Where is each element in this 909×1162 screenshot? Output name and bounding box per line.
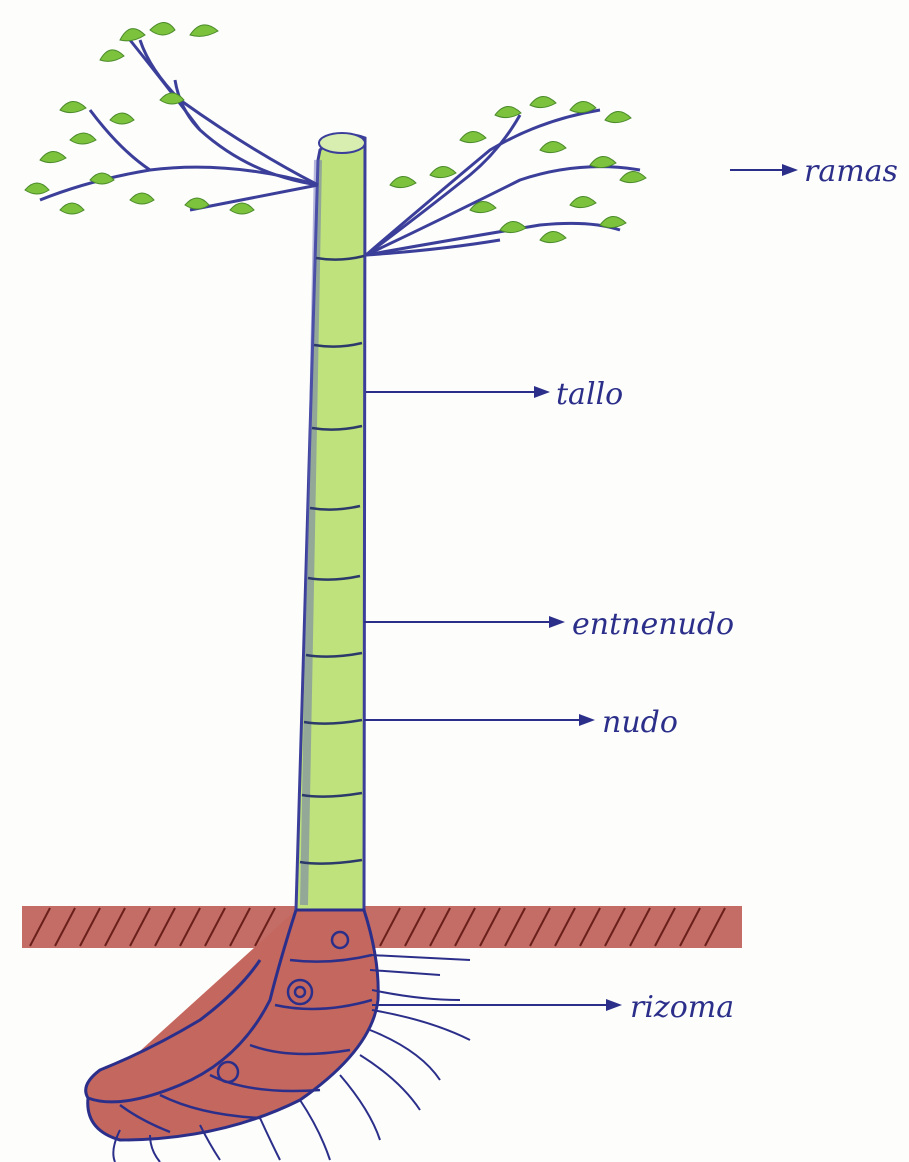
arrowhead-entrenudo [549, 616, 565, 628]
arrowhead-ramas [782, 164, 798, 176]
label-ramas: ramas [804, 154, 898, 189]
label-rizoma: rizoma [630, 990, 734, 1025]
left-branches [40, 40, 318, 210]
label-nudo: nudo [602, 705, 678, 740]
label-tallo: tallo [556, 377, 623, 412]
annotation-arrows [364, 164, 798, 1011]
soil-layer [22, 906, 742, 948]
arrowhead-tallo [534, 386, 550, 398]
arrowhead-nudo [579, 714, 595, 726]
arrowhead-rizoma [606, 999, 622, 1011]
stem [296, 133, 365, 910]
label-entrenudo: entnenudo [572, 607, 734, 642]
